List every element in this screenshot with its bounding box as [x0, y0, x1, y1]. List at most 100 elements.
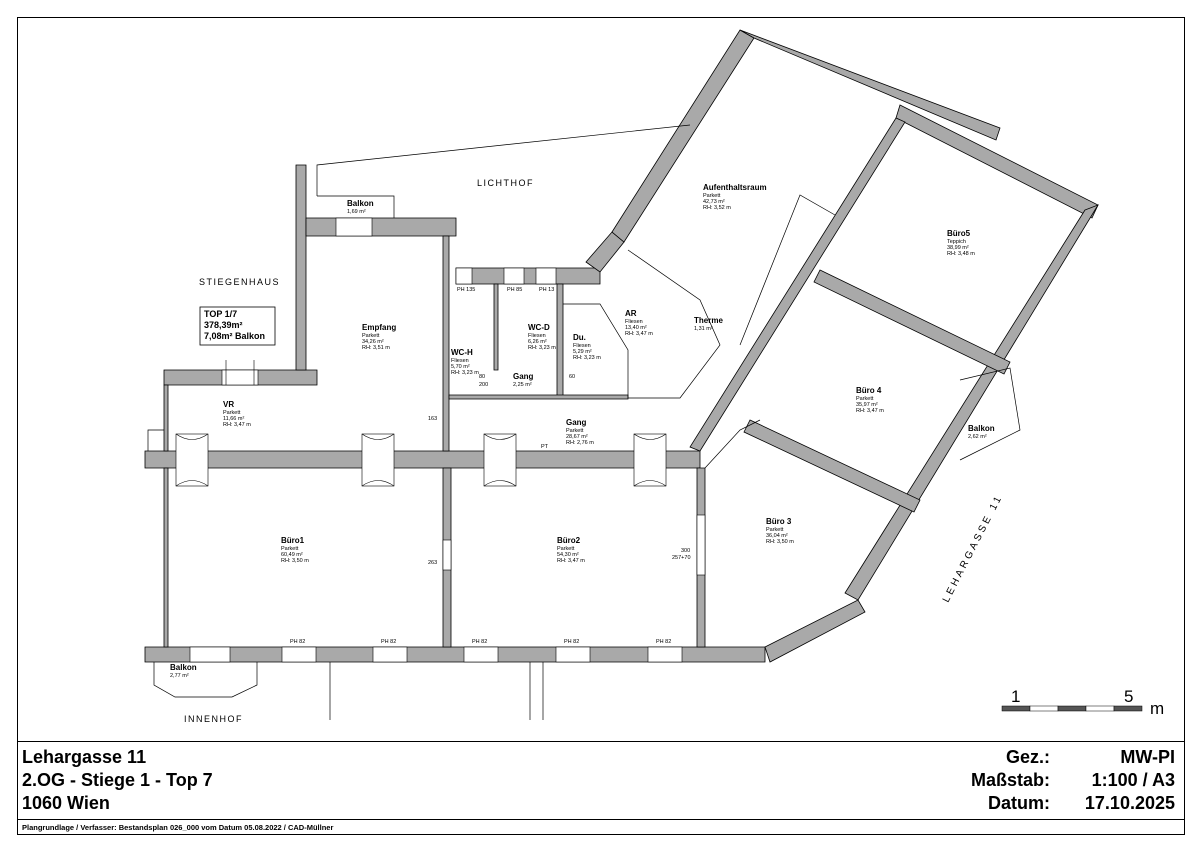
room-aufenthaltsraum-floor: Parkett — [703, 193, 721, 199]
room-du-floor: Fliesen — [573, 343, 591, 349]
window-wc3 — [455, 267, 473, 285]
top-box-line3: 7,08m² Balkon — [204, 331, 265, 341]
gez-label: Gez.: — [1005, 747, 1050, 767]
wall-left — [163, 467, 169, 648]
drawing-frame — [17, 17, 1185, 835]
dim-ph85: PH 85 — [507, 287, 522, 293]
balkon-right-outline — [959, 367, 1021, 461]
wall-diag-1 — [689, 117, 906, 452]
label-lichthof: LICHTHOF — [477, 178, 534, 188]
room-buero4-name: Büro 4 — [856, 386, 882, 395]
wall-corridor — [144, 450, 701, 469]
dim-pt: PT — [541, 444, 549, 450]
dim-ph135: PH 135 — [457, 287, 475, 293]
vr-notch — [147, 429, 164, 451]
door-c3 — [483, 433, 517, 487]
top-box-line1: TOP 1/7 — [204, 309, 237, 319]
room-buero2-name: Büro2 — [557, 536, 581, 545]
room-ar-name: AR — [625, 309, 637, 318]
title-block: Lehargasse 11 2.OG - Stiege 1 - Top 7 10… — [17, 741, 1185, 835]
wall-vr-left — [163, 384, 169, 452]
room-buero4-floor: Parkett — [856, 396, 874, 402]
title-footer: Plangrundlage / Verfasser: Bestandsplan … — [17, 819, 1185, 835]
wall-diag-2 — [813, 269, 1011, 375]
room-ar-rh: RH: 3,47 m — [625, 331, 653, 337]
room-wch-name: WC-H — [451, 348, 473, 357]
windows — [189, 217, 706, 663]
room-buero2-rh: RH: 3,47 m — [557, 558, 585, 564]
title-address: Lehargasse 11 — [22, 747, 147, 767]
wall-ar-left — [556, 283, 564, 399]
dim-60: 60 — [569, 374, 575, 380]
wall-wc-divider — [493, 283, 499, 371]
top-box-line2: 378,39m² — [204, 320, 243, 330]
room-gang_small-area: 2,25 m² — [513, 382, 532, 388]
balkon-top-outline — [317, 195, 395, 218]
room-wch-floor: Fliesen — [451, 358, 469, 364]
scale-seg-4 — [1085, 705, 1115, 712]
room-buero5-name: Büro5 — [947, 229, 971, 238]
room-vr-floor: Parkett — [223, 410, 241, 416]
room-du-area: 5,29 m² — [573, 349, 592, 355]
room-line-gang-right — [704, 419, 761, 469]
wall-stair — [295, 164, 307, 371]
lichthof-lines — [147, 124, 1021, 720]
wall-diag-3 — [743, 419, 921, 513]
room-buero5-floor: Teppich — [947, 239, 966, 245]
title-floor: 2.OG - Stiege 1 - Top 7 — [22, 770, 213, 790]
room-buero3-rh: RH: 3,50 m — [766, 539, 794, 545]
room-buero5-area: 38,99 m² — [947, 245, 969, 251]
room-therme-name: Therme — [694, 316, 723, 325]
title-city: 1060 Wien — [22, 793, 110, 813]
room-gang-floor: Parkett — [566, 428, 584, 434]
scale-seg-3 — [1057, 705, 1087, 712]
wall-lichthof-angle — [585, 231, 625, 273]
balkon-bottom-outline — [153, 662, 258, 698]
room-buero1-area: 60,49 m² — [281, 552, 303, 558]
room-gang-name: Gang — [566, 418, 587, 427]
window-b5 — [647, 646, 683, 663]
room-balkon_right-name: Balkon — [968, 424, 995, 433]
room-gang_small-name: Gang — [513, 372, 534, 381]
room-wcd-area: 6,26 m² — [528, 339, 547, 345]
dim-ph13: PH 13 — [539, 287, 554, 293]
wall-aufenthalt-left — [611, 29, 755, 243]
wall-empfang-right — [442, 235, 450, 452]
room-wcd-floor: Fliesen — [528, 333, 546, 339]
dim-ph82-5: PH 82 — [656, 639, 671, 645]
room-buero2-floor: Parkett — [557, 546, 575, 552]
dim-80: 80 — [479, 374, 485, 380]
room-balkon_top-name: Balkon — [347, 199, 374, 208]
room-wch-rh: RH: 3,23 m — [451, 370, 479, 376]
room-balkon_right-area: 2,62 m² — [968, 434, 987, 440]
label-innenhof: INNENHOF — [184, 714, 243, 724]
room-buero1-floor: Parkett — [281, 546, 299, 552]
title-right-values: MW-PI 1:100 / A3 17.10.2025 — [1057, 746, 1175, 815]
wall-empfang-top — [305, 217, 457, 237]
dim-25770: 257+70 — [672, 555, 691, 561]
room-empfang-rh: RH: 3,51 m — [362, 345, 390, 351]
window-wc1 — [503, 267, 525, 285]
lichthof-outline — [316, 124, 691, 196]
room-gang-rh: RH: 2,76 m — [566, 440, 594, 446]
door-b23 — [696, 514, 706, 576]
room-line-du — [563, 303, 629, 398]
room-line-ar — [627, 249, 721, 399]
wall-bottom-right — [764, 599, 866, 663]
room-wch-area: 5,70 m² — [451, 364, 470, 370]
door-c1 — [175, 433, 209, 487]
window-b4 — [555, 646, 591, 663]
room-balkon_bottom-area: 2,77 m² — [170, 673, 189, 679]
room-buero4-rh: RH: 3,47 m — [856, 408, 884, 414]
wall-aufenthalt-top — [739, 29, 1001, 141]
wall-sanitary-bottom — [448, 394, 629, 400]
room-line-aufenthalt — [739, 194, 836, 346]
scale-bar: 1 5 m — [1001, 687, 1164, 718]
title-left: Lehargasse 11 2.OG - Stiege 1 - Top 7 10… — [22, 746, 213, 815]
dim-263: 263 — [428, 560, 437, 566]
door-b12 — [442, 539, 452, 571]
room-balkon_top-area: 1,69 m² — [347, 209, 366, 215]
scale-seg-2 — [1029, 705, 1059, 712]
